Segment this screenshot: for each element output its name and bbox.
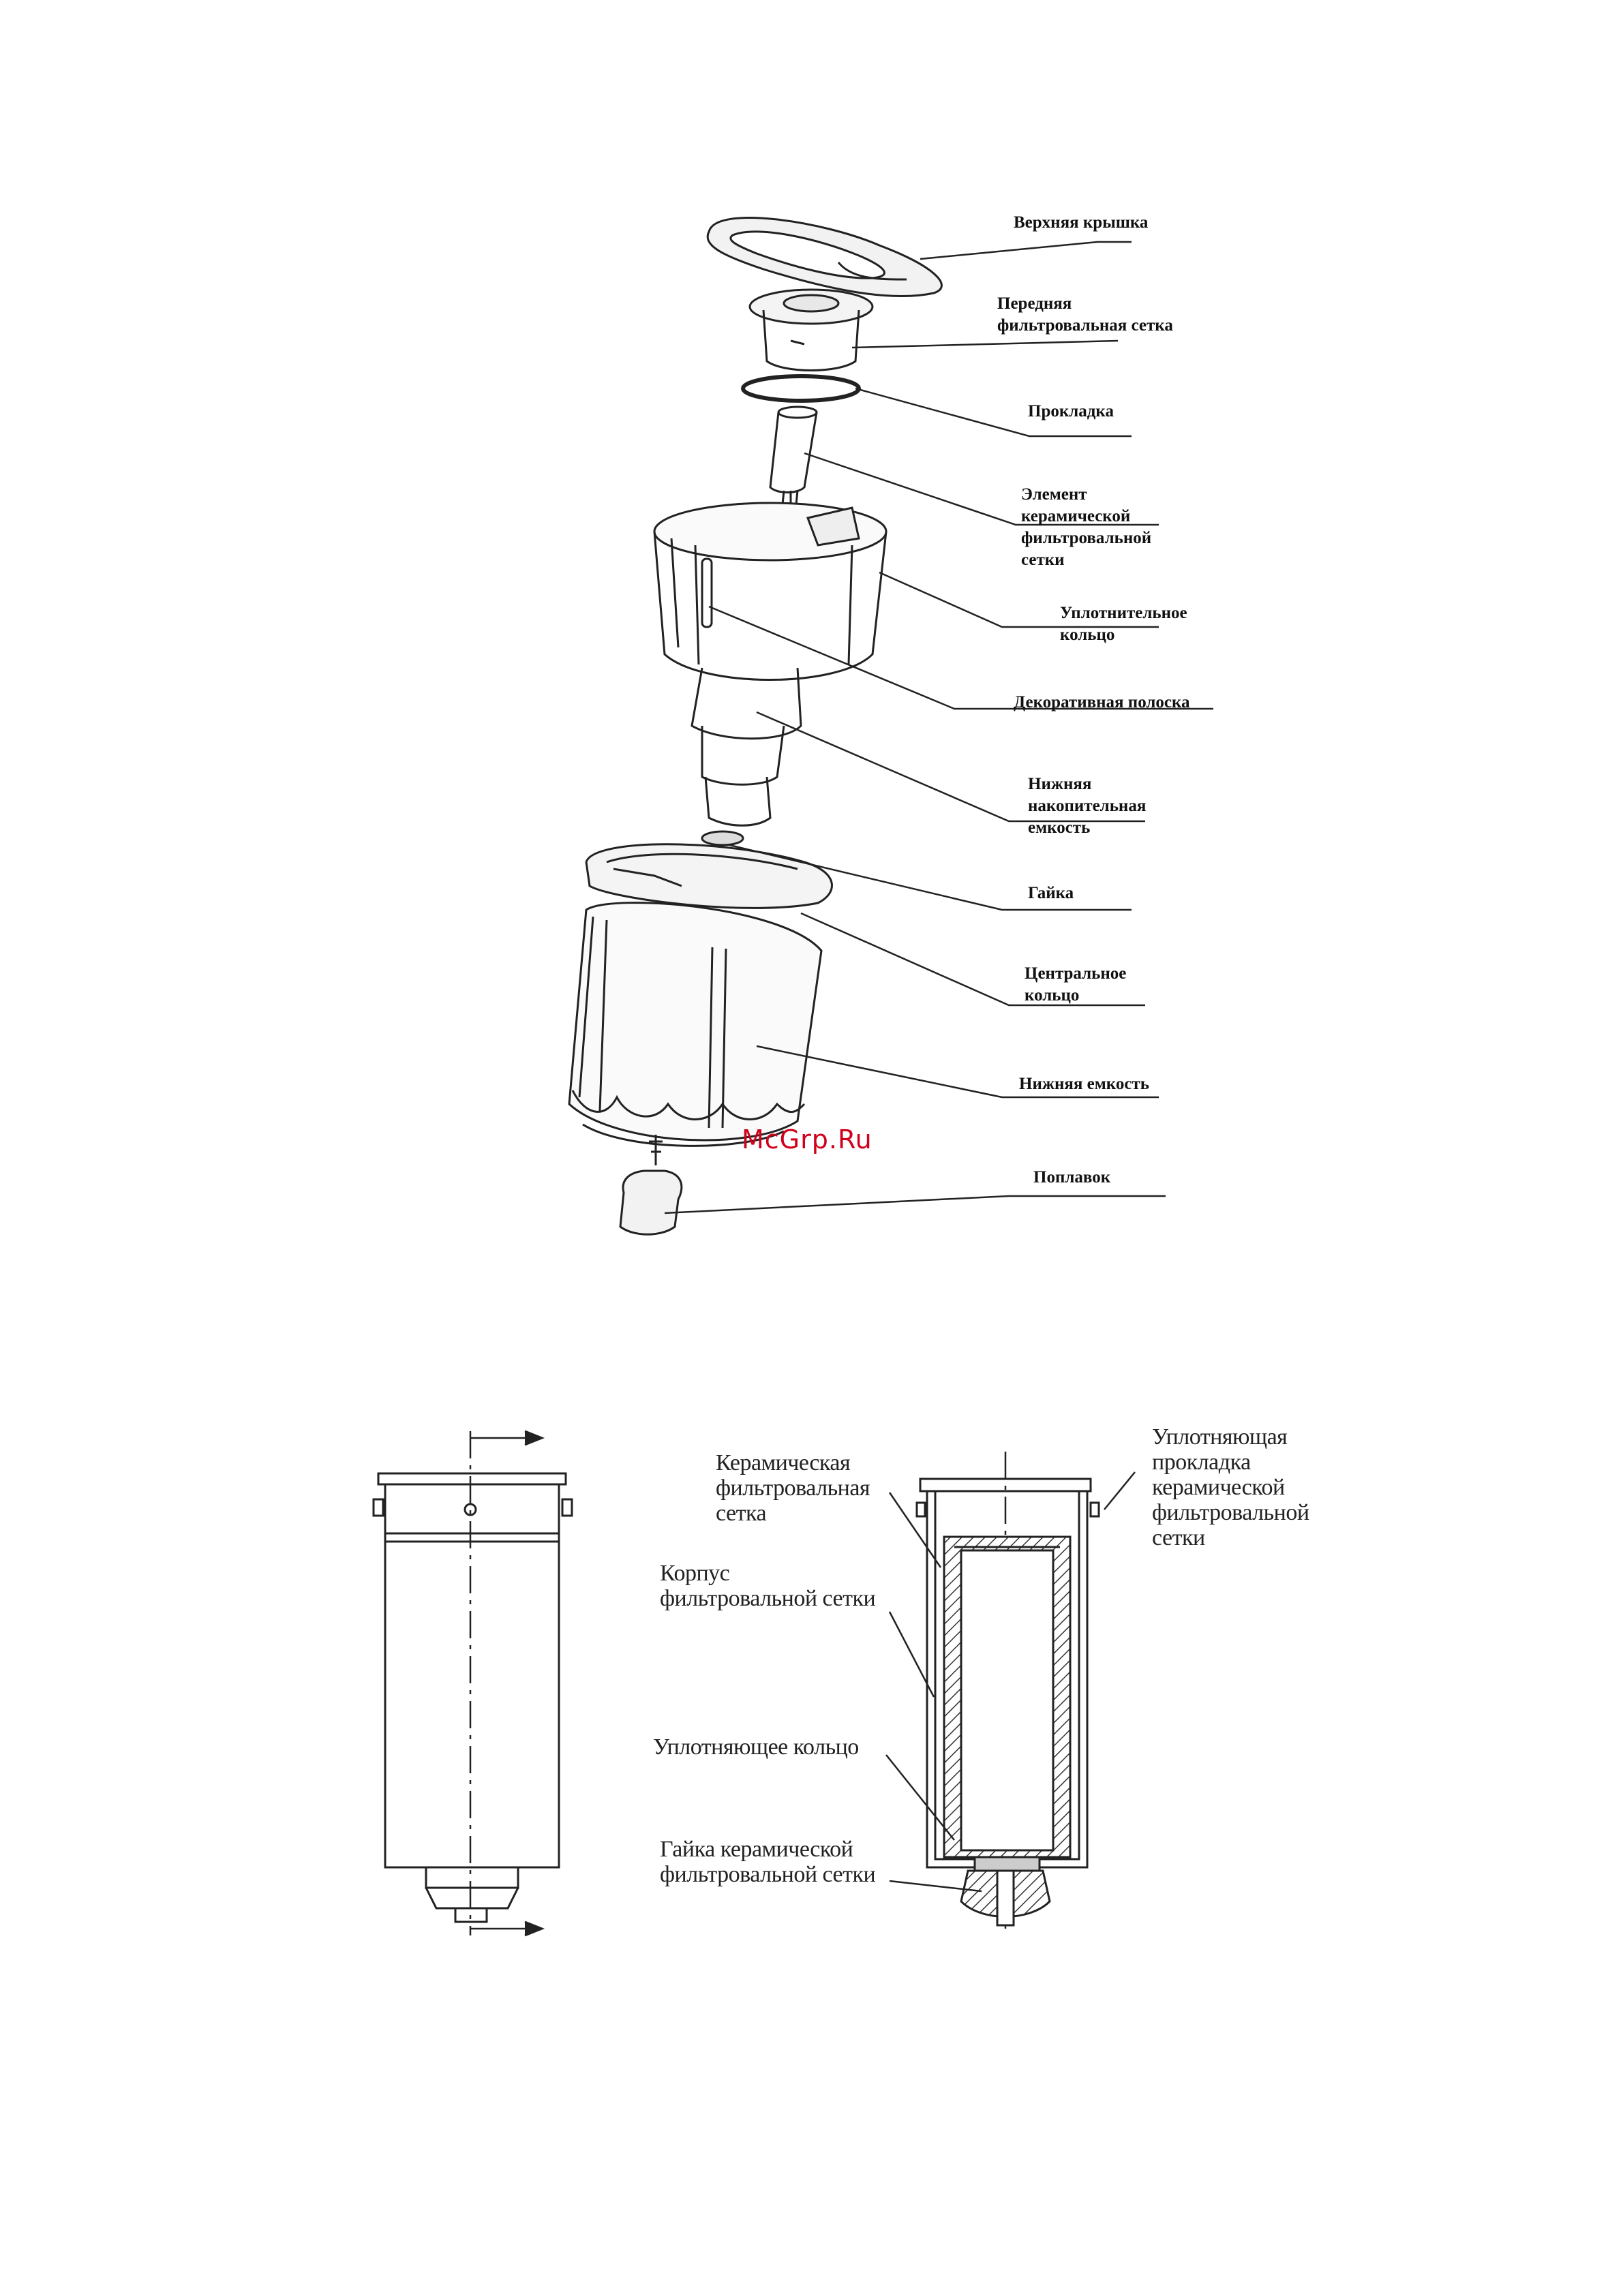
lower-storage-tank-part [653, 502, 888, 827]
label-sealing-ring-section: Уплотняющее кольцо [653, 1734, 859, 1760]
label-central-ring: Центральное кольцо [1025, 964, 1127, 1005]
label-nut: Гайка [1028, 884, 1074, 902]
section-view-part [915, 1452, 1100, 1935]
ceramic-element-part [769, 405, 818, 506]
leader-lines-exploded [664, 241, 1213, 1214]
label-lower-tank: Нижняя емкость [1019, 1075, 1149, 1093]
label-mesh-housing: Корпус фильтровальной сетки [660, 1561, 876, 1611]
leader-lines-section [885, 1471, 1136, 1893]
label-float: Поплавок [1033, 1168, 1111, 1187]
side-view-part [372, 1430, 573, 1937]
central-ring-part [585, 843, 833, 909]
label-ceramic-element: Элемент керамической фильтровальной сетк… [1021, 485, 1152, 569]
label-sealing-gasket: Уплотняющая прокладка керамической фильт… [1152, 1424, 1309, 1550]
label-sealing-ring: Уплотнительное кольцо [1060, 604, 1187, 644]
upper-lid-part [706, 217, 943, 297]
float-part [619, 1135, 683, 1236]
label-front-filter-mesh: Передняя фильтровальная сетка [997, 294, 1173, 335]
label-upper-lid: Верхняя крышка [1014, 213, 1149, 232]
nut-part [701, 830, 744, 846]
label-ceramic-mesh: Керамическая фильтровальная сетка [716, 1450, 870, 1526]
gasket-part [741, 374, 861, 403]
label-gasket: Прокладка [1028, 402, 1114, 420]
label-mesh-nut: Гайка керамической фильтровальной сетки [660, 1837, 876, 1887]
watermark: McGrp.Ru [742, 1124, 873, 1154]
front-filter-mesh-part [748, 288, 874, 371]
lower-tank-part [568, 902, 823, 1147]
label-decorative-strip: Декоративная полоска [1014, 693, 1190, 711]
label-lower-storage-tank: Нижняя накопительная емкость [1028, 775, 1147, 837]
